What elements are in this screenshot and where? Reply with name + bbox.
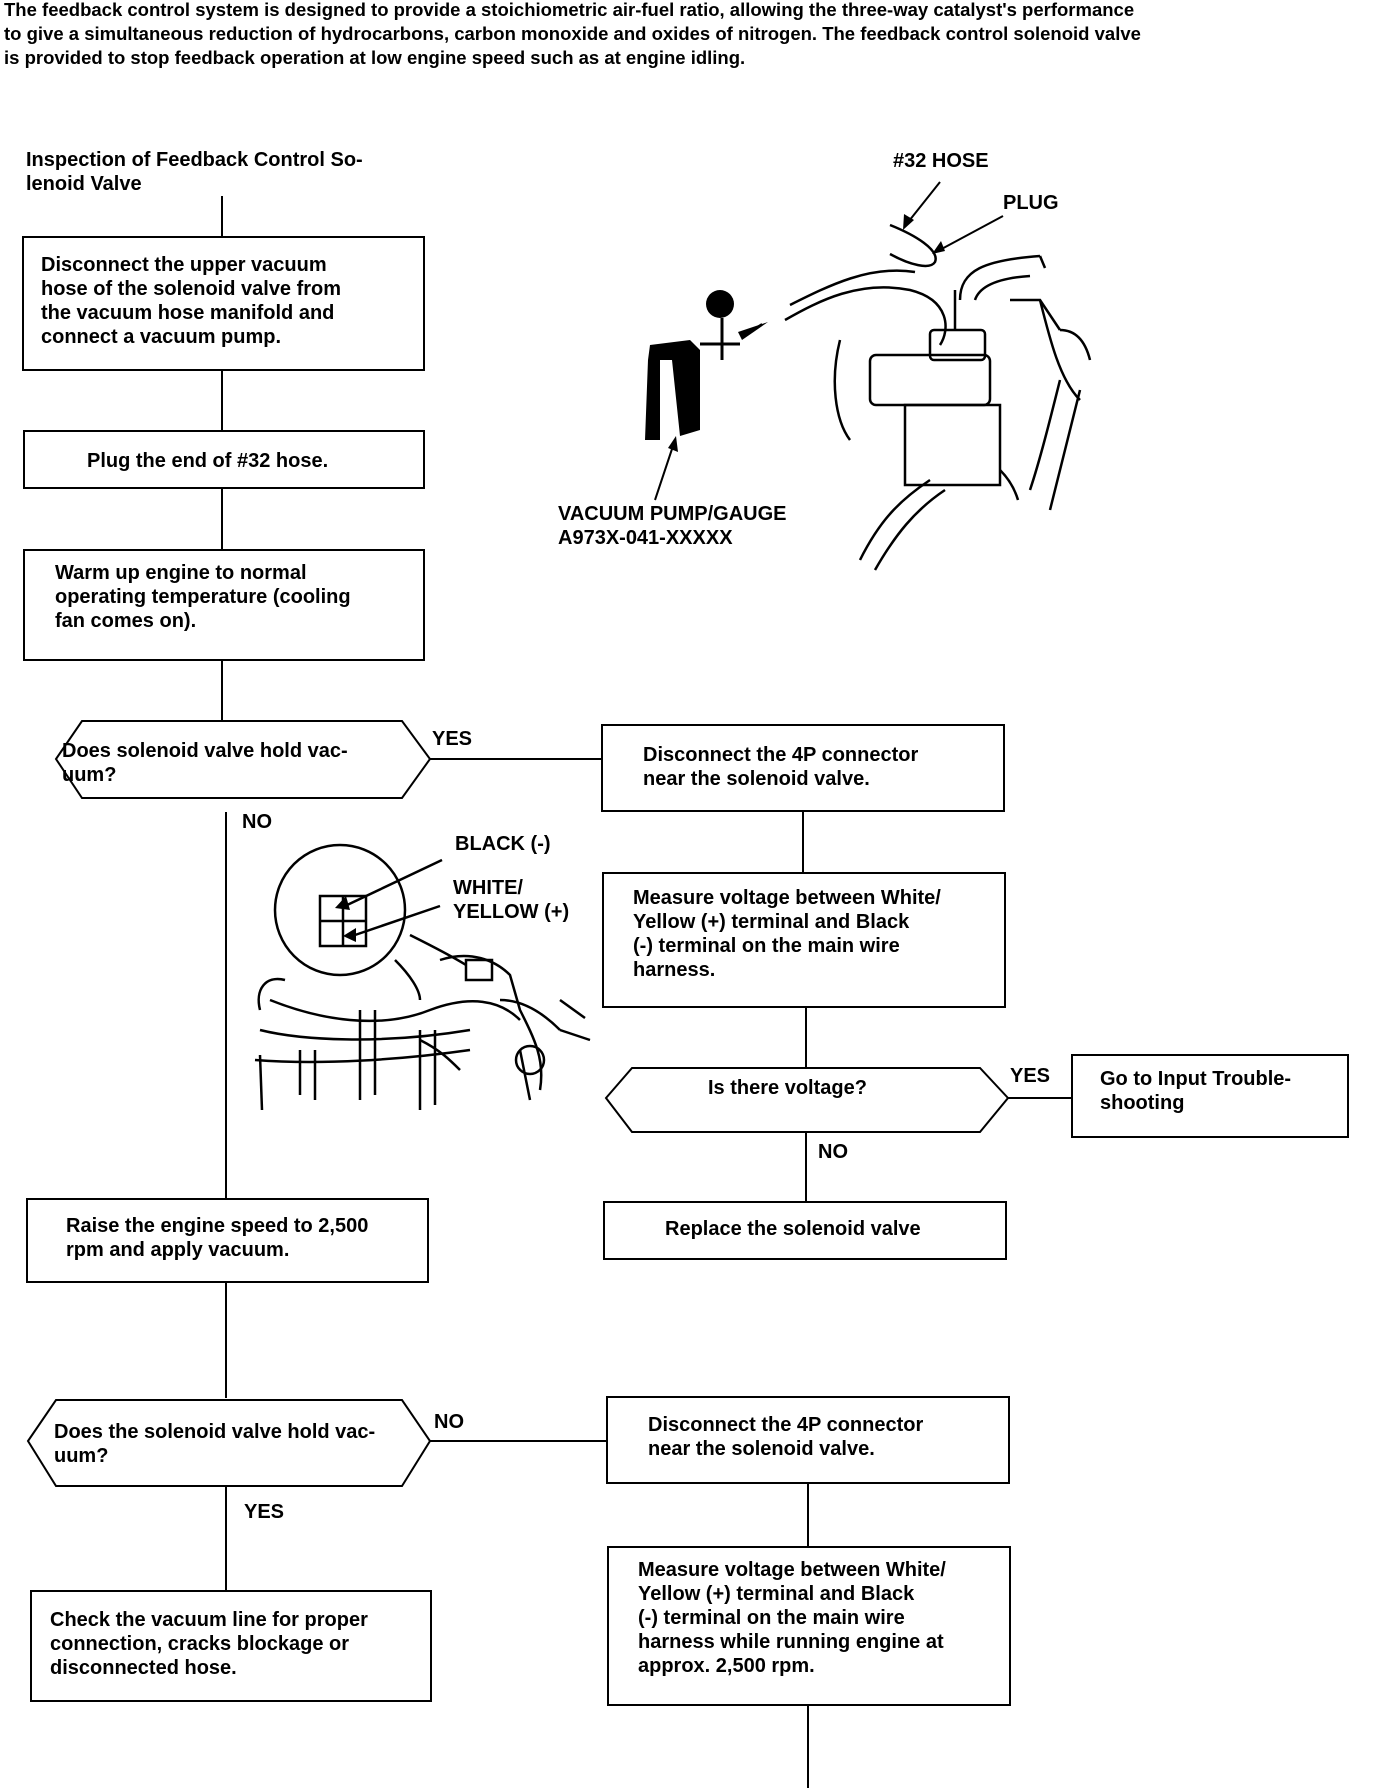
step-measure-voltage-1: Measure voltage between White/ Yellow (+… [602, 872, 1006, 1008]
step-measure-voltage-2: Measure voltage between White/ Yellow (+… [607, 1546, 1011, 1706]
step-disconnect-4p-1-text: Disconnect the 4P connector near the sol… [643, 744, 919, 790]
step-replace-valve: Replace the solenoid valve [603, 1201, 1007, 1260]
step-measure-voltage-2-text: Measure voltage between White/ Yellow (+… [638, 1559, 946, 1677]
step-input-troubleshooting: Go to Input Trouble- shooting [1071, 1054, 1349, 1138]
step-disconnect-4p-2-text: Disconnect the 4P connector near the sol… [648, 1414, 924, 1460]
step-input-troubleshooting-text: Go to Input Trouble- shooting [1100, 1068, 1292, 1114]
label-white-yellow-terminal: WHITE/ YELLOW (+) [453, 877, 570, 923]
decision-q3-shape [604, 1067, 1010, 1133]
intro-line-2: to give a simultaneous reduction of hydr… [4, 23, 1141, 44]
intro-paragraph: The feedback control system is designed … [4, 0, 1388, 70]
intro-line-3: is provided to stop feedback operation a… [4, 47, 746, 68]
step-check-vacuum-line-text: Check the vacuum line for proper connect… [50, 1609, 368, 1679]
decision-q2-shape [26, 1399, 432, 1487]
step-check-vacuum-line: Check the vacuum line for proper connect… [30, 1590, 432, 1702]
step-replace-valve-text: Replace the solenoid valve [665, 1218, 921, 1240]
branch-q2-no: NO [434, 1411, 464, 1433]
branch-q3-yes: YES [1010, 1065, 1051, 1087]
step-disconnect-upper-hose-text: Disconnect the upper vacuum hose of the … [41, 254, 342, 348]
connector-4p-illustration [254, 843, 591, 1111]
step-disconnect-4p-2: Disconnect the 4P connector near the sol… [606, 1396, 1010, 1484]
decision-q1-shape [54, 720, 432, 799]
branch-q3-no: NO [818, 1141, 848, 1163]
step-plug-hose: Plug the end of #32 hose. [23, 430, 425, 489]
step-raise-speed: Raise the engine speed to 2,500 rpm and … [26, 1198, 429, 1283]
decision-q3-text: Is there voltage? [708, 1077, 867, 1099]
step-plug-hose-text: Plug the end of #32 hose. [87, 450, 329, 472]
label-black-terminal: BLACK (-) [455, 833, 551, 855]
step-warm-up-text: Warm up engine to normal operating tempe… [55, 562, 351, 632]
step-warm-up: Warm up engine to normal operating tempe… [23, 549, 425, 661]
branch-q1-yes: YES [432, 728, 473, 750]
decision-q1-text: Does solenoid valve hold vac- uum? [62, 740, 348, 786]
label-32-hose: #32 HOSE [893, 150, 989, 172]
solenoid-vacuum-illustration [784, 223, 1092, 571]
intro-line-1: The feedback control system is designed … [4, 0, 1135, 20]
step-raise-speed-text: Raise the engine speed to 2,500 rpm and … [66, 1215, 369, 1261]
branch-q1-no: NO [242, 811, 272, 833]
flowchart-title: Inspection of Feedback Control So- lenoi… [26, 149, 363, 195]
label-plug: PLUG [1003, 192, 1059, 214]
step-disconnect-upper-hose: Disconnect the upper vacuum hose of the … [22, 236, 425, 371]
label-vacuum-pump-gauge: VACUUM PUMP/GAUGE A973X-041-XXXXX [558, 503, 787, 549]
vacuum-pump-gauge-icon [645, 290, 768, 501]
decision-q2-text: Does the solenoid valve hold vac- uum? [54, 1421, 376, 1467]
step-disconnect-4p-1: Disconnect the 4P connector near the sol… [601, 724, 1005, 812]
hose-and-plug-arrows [904, 181, 1004, 253]
step-measure-voltage-1-text: Measure voltage between White/ Yellow (+… [633, 887, 941, 981]
branch-q2-yes: YES [244, 1501, 285, 1523]
